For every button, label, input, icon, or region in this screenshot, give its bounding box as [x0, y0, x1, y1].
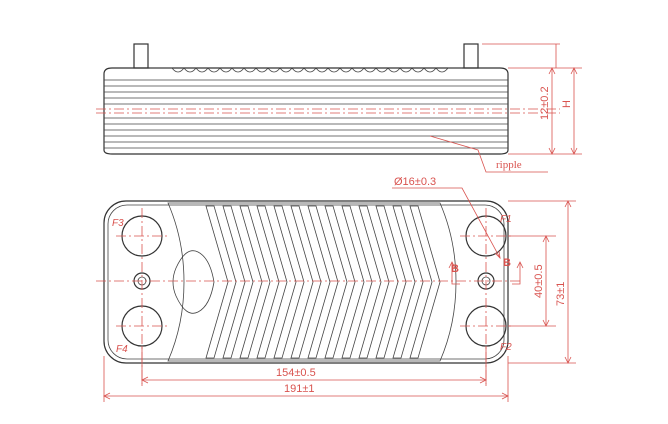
overall-length-text: 191±1	[284, 383, 315, 395]
chevron-rib	[341, 205, 373, 359]
diameter-dim-text: Ø16±0.3	[394, 176, 436, 188]
port-label-f4: F4	[116, 344, 128, 355]
chevron-rib	[273, 205, 305, 359]
plate-inner-outline	[107, 204, 505, 360]
port-spacing-horizontal-text: 154±0.5	[276, 367, 316, 379]
chevron-rib	[409, 205, 441, 359]
chevron-field-outline	[167, 202, 457, 362]
port-label-f1: F1	[500, 214, 512, 225]
ripple-leader	[429, 135, 548, 173]
left-stud	[133, 43, 149, 69]
chevron-rib	[375, 205, 407, 359]
plate-outline	[103, 200, 509, 364]
port-label-f3: F3	[112, 218, 124, 229]
overall-height-text: 73±1	[555, 282, 567, 306]
section-label-left: B	[451, 263, 459, 275]
section-mark-right	[512, 262, 521, 285]
chevron-rib	[239, 205, 271, 359]
height-dim-text: H	[561, 100, 573, 108]
top-wavy-edge	[150, 67, 462, 73]
side-body-outline	[103, 67, 509, 155]
section-mark-left	[451, 262, 460, 285]
chevron-rib	[358, 205, 390, 359]
front-view: F3 F1 F4 F2 B B Ø16±0.3 40±0.5 73±1 154±	[96, 176, 576, 402]
side-view: ripple 12±0.2 H	[96, 43, 582, 173]
port-label-f2: F2	[500, 342, 512, 353]
chevron-pattern	[205, 205, 441, 359]
plate-lines	[104, 79, 508, 149]
ripple-label: ripple	[496, 159, 522, 171]
chevron-rib	[392, 205, 424, 359]
chevron-rib	[205, 205, 237, 359]
chevron-rib	[256, 205, 288, 359]
right-stud	[463, 43, 479, 69]
section-label-right: B	[503, 257, 511, 269]
chevron-rib	[222, 205, 254, 359]
chevron-rib	[307, 205, 339, 359]
thickness-dim-text: 12±0.2	[539, 86, 551, 120]
diameter-leader	[392, 187, 501, 259]
distribution-zone	[172, 250, 215, 314]
port-spacing-vertical-text: 40±0.5	[533, 264, 545, 298]
chevron-rib	[324, 205, 356, 359]
chevron-rib	[290, 205, 322, 359]
